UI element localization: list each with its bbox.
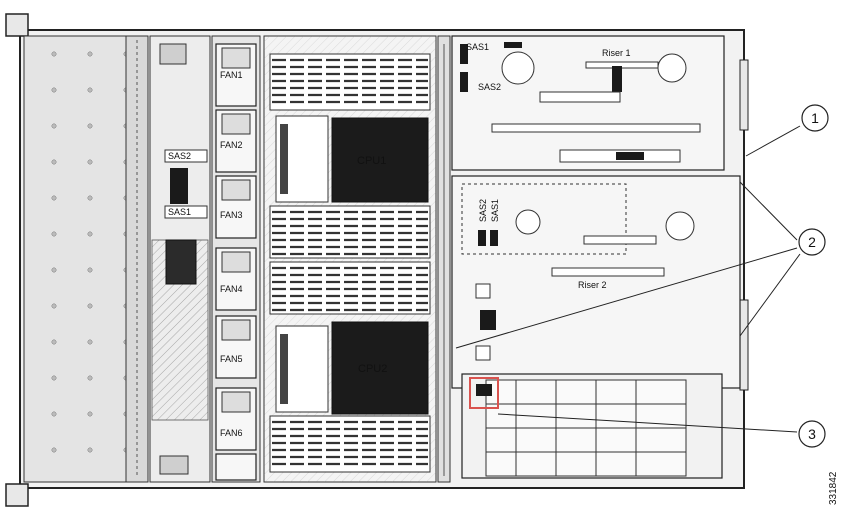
- fan-label: FAN5: [220, 354, 243, 364]
- cpu2-socket: CPU2: [275, 321, 429, 415]
- callout-2-number: 2: [808, 234, 816, 250]
- sas1-left-label: SAS1: [168, 207, 191, 217]
- sas2-riser1-label: SAS2: [478, 82, 501, 92]
- callout-2: 2: [455, 181, 826, 349]
- callout-3: 3: [497, 413, 826, 448]
- dimm-bank: [269, 205, 431, 259]
- fan-module: FAN3: [215, 175, 257, 239]
- sas2-riser2-label: SAS2: [478, 199, 488, 222]
- fan-module: FAN6: [215, 387, 257, 451]
- fan-module: [215, 453, 257, 481]
- fan-module: FAN1: [215, 43, 257, 107]
- cpu2-label: CPU2: [358, 363, 387, 375]
- callout-1-number: 1: [811, 110, 819, 126]
- figure-id: 331842: [828, 471, 839, 505]
- fan-module: FAN5: [215, 315, 257, 379]
- fan-label: FAN3: [220, 210, 243, 220]
- fan-module: FAN4: [215, 247, 257, 311]
- riser2-label: Riser 2: [578, 280, 607, 290]
- power-supply-bay: [461, 373, 723, 479]
- sas2-left-label: SAS2: [168, 151, 191, 161]
- fan-label: FAN4: [220, 284, 243, 294]
- sas1-riser2-label: SAS1: [490, 199, 500, 222]
- dimm-bank: [269, 261, 431, 315]
- fan-label: FAN6: [220, 428, 243, 438]
- sas1-riser1-label: SAS1: [466, 42, 489, 52]
- drive-bays: [23, 35, 149, 483]
- dimm-bank: [269, 415, 431, 473]
- fan-label: FAN2: [220, 140, 243, 150]
- cpu1-label: CPU1: [357, 155, 386, 167]
- fan-module: FAN2: [215, 109, 257, 173]
- backplane-area: SAS2 SAS1: [149, 35, 211, 483]
- fan-label: FAN1: [220, 70, 243, 80]
- riser-1: SAS1 SAS2 Riser 1: [451, 35, 725, 171]
- callout-3-number: 3: [808, 426, 816, 442]
- cpu1-socket: CPU1: [275, 115, 429, 203]
- dimm-bank: [269, 53, 431, 111]
- callout-1: 1: [745, 104, 829, 157]
- riser-2: SAS2 SAS1 Riser 2: [451, 175, 741, 389]
- divider-rail: [437, 35, 451, 483]
- riser1-label: Riser 1: [602, 48, 631, 58]
